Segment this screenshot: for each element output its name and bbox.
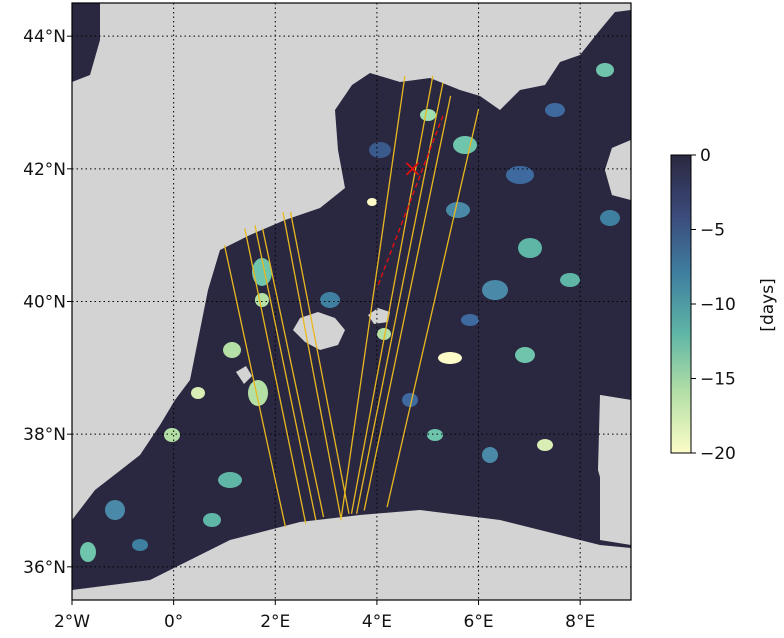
satellite-track-9 (363, 95, 452, 511)
colorbar-tick-label-1: −5 (700, 221, 725, 241)
highlight-track (376, 115, 444, 289)
satellite-tracks (223, 75, 480, 528)
colorbar-tick-label-3: −15 (700, 370, 736, 390)
colorbar: 0 −5 −10 −15 −20 [days] (670, 146, 778, 464)
y-tick-label-4: 36°N (23, 558, 66, 578)
y-tick-labels: 44°N 42°N 40°N 38°N 36°N (23, 27, 72, 578)
colorbar-gradient (670, 154, 692, 454)
land-sardinia (605, 140, 631, 200)
satellite-track-1 (244, 228, 307, 524)
x-tick-label-0: 2°W (54, 612, 90, 632)
sea-patch-nw (72, 3, 100, 82)
highlight-marker (405, 162, 420, 176)
y-tick-label-2: 40°N (23, 293, 66, 313)
satellite-track-5 (289, 211, 350, 514)
island-ibiza (236, 366, 252, 384)
satellite-track-3 (261, 228, 325, 518)
satellite-track-2 (254, 225, 317, 521)
x-tick-label-3: 4°E (362, 612, 392, 632)
y-tick-label-0: 44°N (23, 27, 66, 47)
colorbar-tick-label-0: 0 (700, 146, 711, 166)
x-tick-label-5: 8°E (565, 612, 595, 632)
y-tick-label-1: 42°N (23, 160, 66, 180)
highlight-layer (376, 115, 444, 289)
satellite-track-4 (282, 211, 342, 521)
map-plot-area (72, 3, 631, 600)
colorbar-label: [days] (758, 278, 778, 331)
satellite-track-10 (386, 108, 480, 508)
colorbar-tick-label-2: −10 (700, 295, 736, 315)
land-corsica-sardinia-south (598, 395, 631, 540)
satellite-track-6 (340, 75, 406, 518)
land-africa (72, 510, 631, 600)
satellite-track-0 (223, 244, 287, 528)
x-tick-label-2: 2°E (260, 612, 290, 632)
island-mallorca (293, 312, 345, 350)
y-tick-label-3: 38°N (23, 425, 66, 445)
x-tick-labels: 2°W 0° 2°E 4°E 6°E 8°E (54, 600, 595, 632)
colorbar-tick-label-4: −20 (700, 444, 736, 464)
x-tick-label-4: 6°E (464, 612, 494, 632)
x-tick-label-1: 0° (164, 612, 183, 632)
satellite-track-7 (350, 75, 434, 514)
colorbar-ticks: 0 −5 −10 −15 −20 (691, 146, 736, 464)
graticule (72, 3, 631, 600)
island-menorca (368, 308, 390, 324)
anomaly-patches (80, 63, 620, 562)
